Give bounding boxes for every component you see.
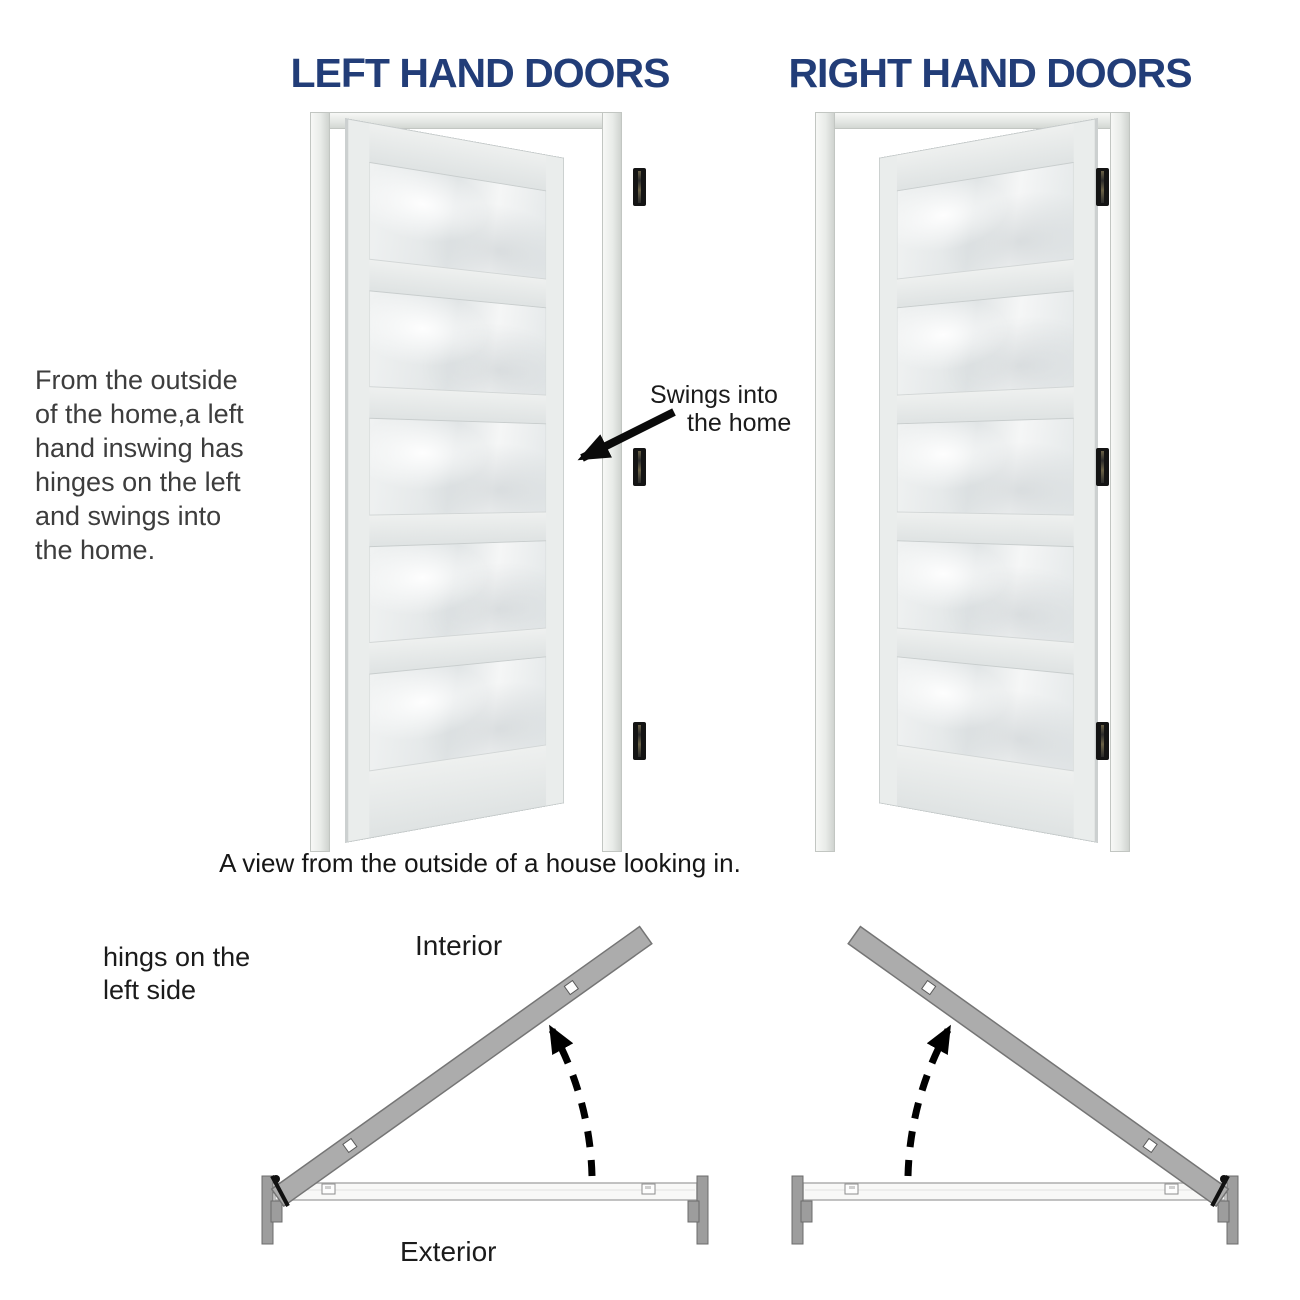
left-swing-plan [261,925,709,1245]
hinge-icon [633,722,646,760]
door-sill [274,1182,698,1201]
door-frame-left-jamb [815,112,835,852]
jamb-post [261,1175,283,1245]
hinge-icon [633,448,646,486]
hinge-side-note: hings on the left side [103,941,250,1007]
door-frame-right-jamb [1110,112,1130,852]
right-swing-plan [780,920,1250,1250]
jamb-post [687,1175,709,1245]
intro-line: hinges on the left [35,467,241,497]
intro-line: and swings into [35,501,222,531]
intro-line: of the home,a left [35,399,244,429]
hinge-icon [1096,448,1109,486]
exterior-label: Exterior [400,1236,497,1267]
door-glass-panel [896,418,1074,515]
intro-line: From the outside [35,365,238,395]
left-doors-heading: LEFT HAND DOORS [290,50,670,96]
strike-plate-icon [321,1183,336,1195]
door-leaf [879,118,1098,843]
door-glass-panel [369,418,547,515]
door-glass-panel [896,290,1074,395]
strike-plate-icon [641,1183,656,1195]
intro-text: From the outside of the home,a left hand… [35,363,244,567]
door-frame-left-jamb [310,112,330,852]
interior-label: Interior [415,930,503,961]
door-glass-panel [369,541,547,643]
right-door-figure [800,105,1140,855]
swing-arc-icon [548,1024,596,1177]
right-doors-heading: RIGHT HAND DOORS [788,50,1192,96]
pivot-hinge-icon [270,1175,290,1207]
left-door-figure [300,105,646,855]
door-glass-panel [896,541,1074,643]
hinge-icon [1096,722,1109,760]
intro-line: the home. [35,535,156,565]
door-frame-right-jamb [602,112,622,852]
door-glass-panel [369,290,547,395]
view-caption: A view from the outside of a house looki… [219,848,741,878]
hinge-icon [1096,168,1109,206]
hinge-side-note-line: left side [103,975,197,1005]
swing-arrow-icon [577,408,676,462]
hinge-side-note-line: hings on the [103,942,251,972]
hinge-icon [633,168,646,206]
intro-line: hand inswing has [35,433,244,463]
door-leaf [345,118,564,843]
swing-into-label: Swings into [650,381,778,409]
swing-into-label: the home [687,409,792,437]
plan-door-leaf [270,925,653,1208]
